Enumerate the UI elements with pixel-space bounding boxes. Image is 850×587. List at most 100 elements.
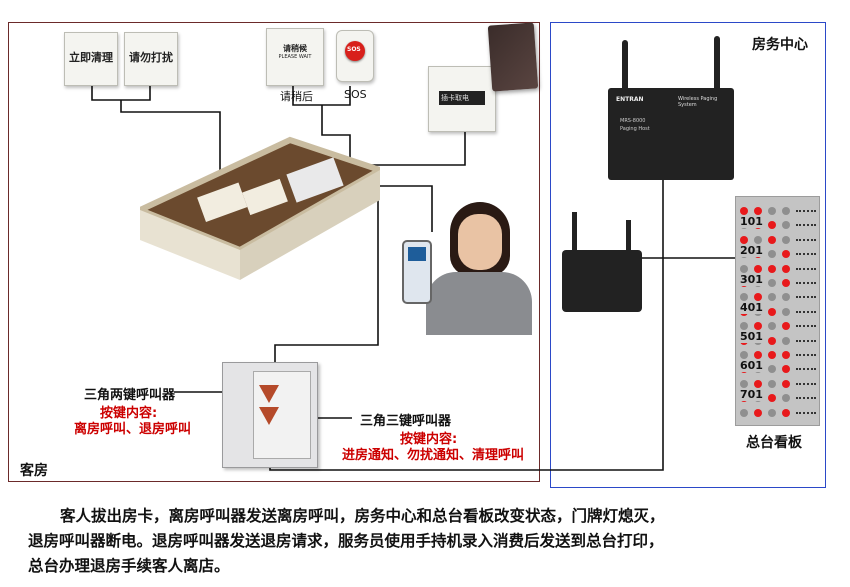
- status-dot: [768, 307, 776, 316]
- status-dot: [782, 336, 790, 345]
- status-dots-dashes: [796, 253, 816, 256]
- card-slot: [439, 91, 485, 105]
- staff-vest: [426, 272, 532, 335]
- cabinet-inner-panel: [253, 371, 311, 459]
- description-line-1: 客人拔出房卡，离房呼叫器发送离房呼叫，房务中心和总台看板改变状态，门牌灯熄灭，: [60, 507, 665, 525]
- status-dot: [782, 279, 790, 287]
- status-dots-dashes: [796, 411, 816, 414]
- status-dots-dashes: [796, 210, 816, 212]
- pager-antenna-left: [622, 40, 628, 92]
- room-number-201: 201: [740, 243, 763, 257]
- status-dot: [754, 351, 762, 359]
- status-dot: [754, 408, 762, 417]
- status-dots-dashes: [796, 296, 816, 299]
- three-key-content-label: 按键内容:: [400, 432, 458, 447]
- service-center-title: 房务中心: [752, 37, 808, 53]
- status-dot: [782, 365, 790, 374]
- sos-button-label: SOS: [347, 46, 361, 53]
- three-key-content: 进房通知、勿扰通知、清理呼叫: [342, 448, 525, 463]
- status-dot: [768, 336, 776, 345]
- description-line-2: 退房呼叫器断电。退房呼叫器发送退房请求，服务员使用手持机录入消费后发送到总台打印…: [28, 532, 664, 550]
- status-dot: [754, 207, 762, 215]
- status-dot: [768, 394, 776, 403]
- status-dots-dashes: [796, 224, 816, 227]
- wire-plates-to-room: [120, 100, 221, 200]
- status-dot: [768, 293, 776, 302]
- two-key-caller-title: 三角两键呼叫器: [84, 388, 176, 403]
- status-dot: [768, 322, 776, 331]
- status-dot: [782, 307, 790, 316]
- status-dot: [768, 408, 776, 417]
- please-wait-plate-en: PLEASE WAIT: [278, 54, 312, 60]
- status-dot: [768, 279, 776, 287]
- status-dot: [754, 322, 762, 331]
- status-dots-dashes: [796, 267, 816, 270]
- status-dot: [768, 235, 776, 244]
- pager-model: MRS-8000: [620, 118, 646, 124]
- pager-brand: ENTRAN: [616, 96, 644, 103]
- guest-room-frame: [8, 22, 540, 482]
- status-dot: [782, 264, 790, 273]
- status-dot: [782, 408, 790, 417]
- wire-plates-pair: [91, 86, 151, 101]
- receiver-antenna-right: [626, 220, 631, 256]
- status-dots-dashes: [796, 339, 816, 342]
- status-dots-dashes: [796, 382, 816, 385]
- status-dot: [768, 365, 776, 374]
- wireless-receiver-device: [562, 250, 642, 312]
- immediate-clean-plate: 立即清理: [64, 32, 118, 86]
- status-dots-dashes: [796, 310, 816, 313]
- status-dot: [782, 351, 790, 359]
- staff-with-handheld: [392, 200, 532, 335]
- status-dots-dashes: [796, 282, 816, 284]
- status-dot: [782, 221, 790, 230]
- room-number-301: 301: [740, 272, 763, 286]
- handheld-screen: [408, 247, 426, 261]
- pager-system-label: Wireless Paging System: [678, 96, 718, 108]
- sos-button-device: SOS: [336, 30, 374, 82]
- room-number-401: 401: [740, 301, 763, 315]
- service-center-frame: [550, 22, 826, 488]
- please-wait-plate-label: 请稍候: [283, 44, 307, 53]
- room-key-card: [487, 22, 539, 92]
- card-switch-label: 插卡取电: [441, 94, 469, 102]
- status-dot: [740, 351, 748, 359]
- room-number-601: 601: [740, 359, 763, 372]
- description-line-3: 总台办理退房手续客人离店。: [28, 557, 230, 575]
- status-dot: [782, 250, 790, 259]
- sos-caption: SOS: [344, 88, 367, 101]
- status-dot: [768, 207, 776, 215]
- do-not-disturb-label: 请勿打扰: [129, 51, 173, 64]
- guest-room-illustration: [140, 130, 380, 280]
- paging-host-device: ENTRAN Wireless Paging System MRS-8000 P…: [608, 88, 734, 180]
- status-dot: [782, 379, 790, 388]
- status-dot: [740, 379, 748, 388]
- guest-room-label: 客房: [20, 463, 48, 479]
- status-dots-dashes: [796, 238, 816, 241]
- status-dot: [782, 322, 790, 331]
- status-dot: [740, 235, 748, 244]
- status-dots-dashes: [796, 368, 816, 371]
- status-dot: [740, 293, 748, 302]
- status-dot: [768, 379, 776, 388]
- status-dots-dashes: [796, 397, 816, 400]
- room-number-701: 701: [740, 387, 763, 401]
- status-dot: [740, 207, 748, 215]
- receiver-antenna-left: [572, 212, 577, 254]
- status-dot: [768, 351, 776, 359]
- pager-sub-label: Paging Host: [620, 126, 650, 132]
- status-dots-dashes: [796, 354, 816, 356]
- status-dot: [782, 207, 790, 215]
- status-dot: [768, 264, 776, 273]
- handheld-terminal: [402, 240, 432, 304]
- two-key-content-label: 按键内容:: [100, 406, 158, 421]
- status-dot: [754, 293, 762, 302]
- status-dot: [768, 250, 776, 259]
- status-dots-dashes: [796, 325, 816, 328]
- status-dot: [768, 221, 776, 230]
- electrical-cabinet: [222, 362, 318, 468]
- status-dot: [740, 322, 748, 331]
- do-not-disturb-plate: 请勿打扰: [124, 32, 178, 86]
- room-number-501: 501: [740, 330, 763, 344]
